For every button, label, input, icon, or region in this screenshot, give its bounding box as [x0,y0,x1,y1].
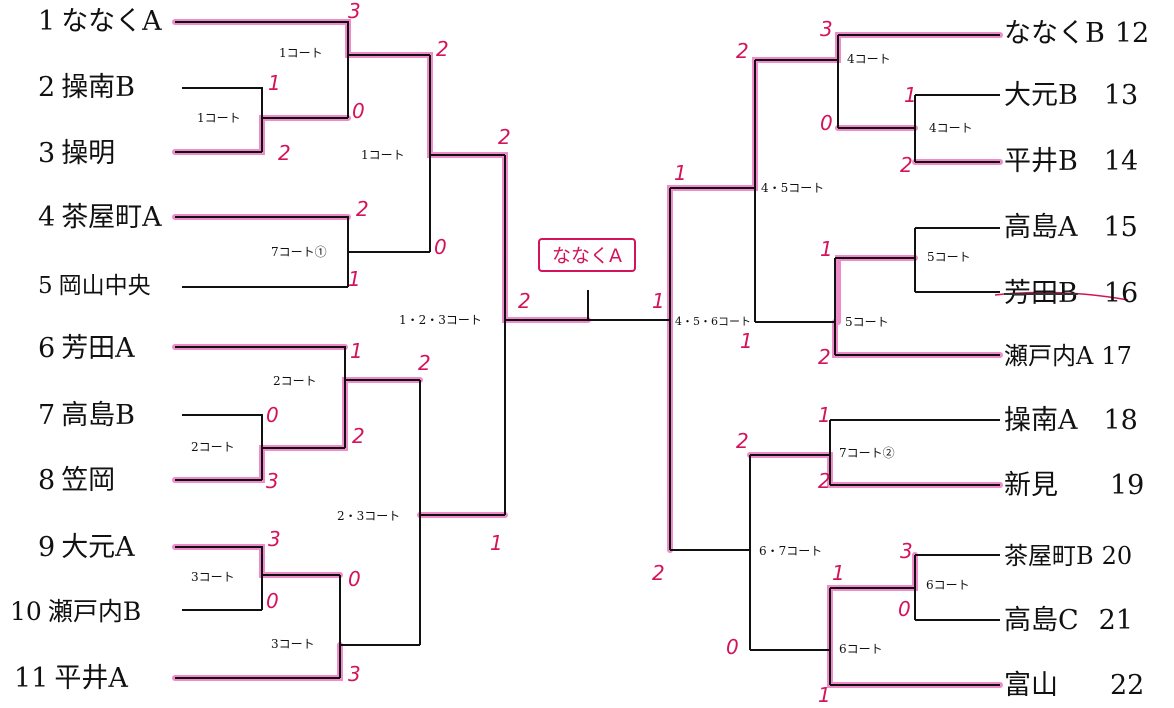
bracket-structure [175,21,1000,686]
score: 3 [348,662,361,686]
score: 2 [436,37,449,61]
score: 2 [818,469,831,493]
score: 2 [418,351,431,375]
score: 1 [652,289,665,313]
court-label: 4コート [928,121,974,135]
score: 1 [818,683,831,707]
score: 2 [818,345,831,369]
score: 3 [900,539,913,563]
score: 2 [278,141,291,165]
score: 0 [352,99,365,123]
court-label: 3コート [190,570,236,584]
court-label: 1コート [360,148,406,162]
score: 0 [434,235,447,259]
court-label: 5コート [926,250,972,264]
court-label: 7コート② [838,446,896,460]
court-label: 4・5・6コート [674,315,752,329]
score: 2 [652,561,665,585]
court-label: 6コート [925,578,971,592]
court-label: 4コート [846,52,892,66]
score: 0 [820,111,833,135]
score: 2 [736,39,749,63]
score: 2 [900,153,913,177]
court-label: 3コート [270,637,316,651]
score: 1 [740,329,753,353]
court-label: 2コート [272,374,318,388]
score: 2 [356,197,369,221]
score: 0 [726,635,739,659]
score: 1 [268,71,281,95]
score: 1 [350,339,363,363]
court-label: 6・7コート [758,544,824,558]
court-label: 2・3コート [336,509,402,523]
score: 2 [736,429,749,453]
court-label: 7コート① [270,245,328,259]
strike-mark [994,291,1129,301]
score: 1 [348,267,361,291]
court-label: 2コート [190,440,236,454]
score: 1 [832,561,845,585]
score: 3 [820,17,833,41]
score: 0 [898,597,911,621]
score: 2 [352,424,365,448]
court-label: 5コート [844,315,890,329]
court-label: 1コート [196,111,242,125]
score: 3 [266,469,279,493]
score: 2 [498,125,511,149]
score: 0 [266,589,279,613]
score: 0 [266,403,279,427]
score: 1 [904,83,917,107]
score: 1 [818,403,831,427]
score: 1 [820,237,833,261]
court-label: 6コート [838,642,884,656]
court-label: 1コート [278,46,324,60]
score: 3 [268,527,281,551]
court-label: 1・2・3コート [398,313,483,327]
score: 2 [518,289,531,313]
winner-highlight [172,19,1003,688]
winner-label: ななくA [538,238,636,272]
score: 0 [348,567,361,591]
score: 1 [490,531,503,555]
court-label: 4・5コート [760,181,826,195]
score: 3 [348,0,361,23]
score: 1 [674,161,687,185]
